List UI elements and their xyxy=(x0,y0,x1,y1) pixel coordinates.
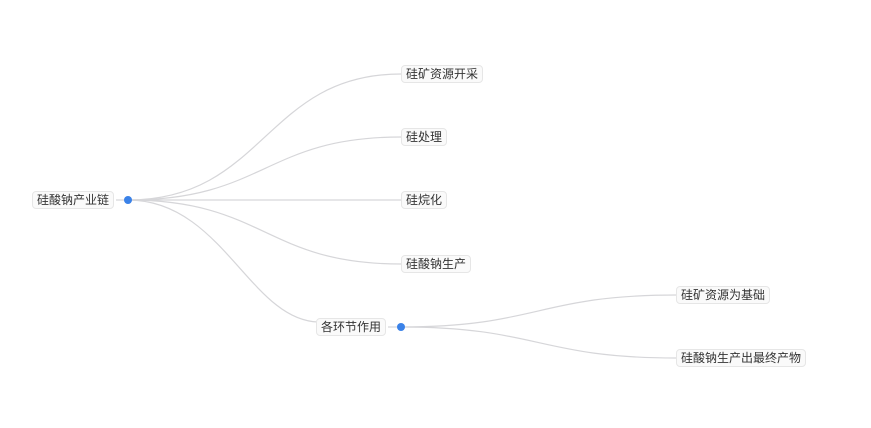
mindmap-node-silanization[interactable]: 硅烷化 xyxy=(401,191,448,209)
link-root-to-child-4 xyxy=(127,199,319,323)
link-branch-to-grandchild-0 xyxy=(400,294,677,328)
link-root-to-child-3 xyxy=(127,199,402,265)
collapse-toggle-icon[interactable] xyxy=(124,196,132,204)
link-root-to-child-1 xyxy=(127,136,402,201)
mindmap-node-mineral-foundation[interactable]: 硅矿资源为基础 xyxy=(676,286,771,304)
mindmap-node-stage-roles[interactable]: 各环节作用 xyxy=(316,318,387,336)
link-branch-to-grandchild-1 xyxy=(400,326,677,359)
collapse-toggle-icon[interactable] xyxy=(397,323,405,331)
mindmap-node-sodium-silicate-production[interactable]: 硅酸钠生产 xyxy=(401,255,472,273)
link-root-to-child-0 xyxy=(127,73,402,201)
mindmap-root-node[interactable]: 硅酸钠产业链 xyxy=(32,191,115,209)
mindmap-node-silicon-processing[interactable]: 硅处理 xyxy=(401,128,448,146)
mindmap-node-silicon-mining[interactable]: 硅矿资源开采 xyxy=(401,65,484,83)
mindmap-node-final-product[interactable]: 硅酸钠生产出最终产物 xyxy=(676,349,807,367)
